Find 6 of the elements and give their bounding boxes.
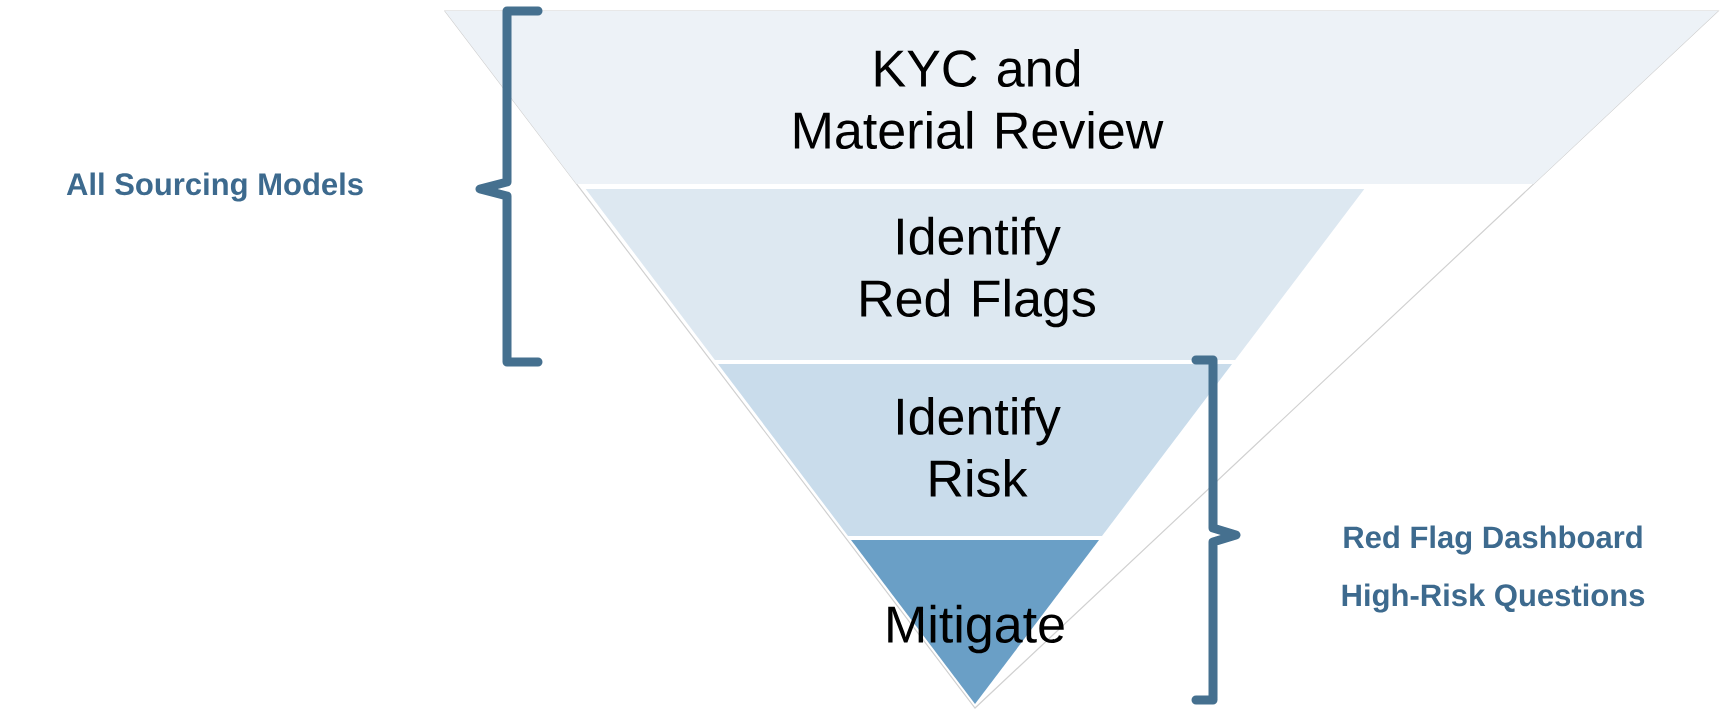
bracket-label: All Sourcing Models <box>66 172 363 202</box>
bracket-label: High-Risk Questions <box>1342 583 1645 613</box>
funnel-band: Identify Risk <box>718 364 1232 536</box>
funnel-band: KYC and Material Review <box>445 11 1718 184</box>
bracket-label: Red Flag Dashboard <box>1344 525 1642 555</box>
funnel-band: Identify Red Flags <box>585 189 1365 360</box>
